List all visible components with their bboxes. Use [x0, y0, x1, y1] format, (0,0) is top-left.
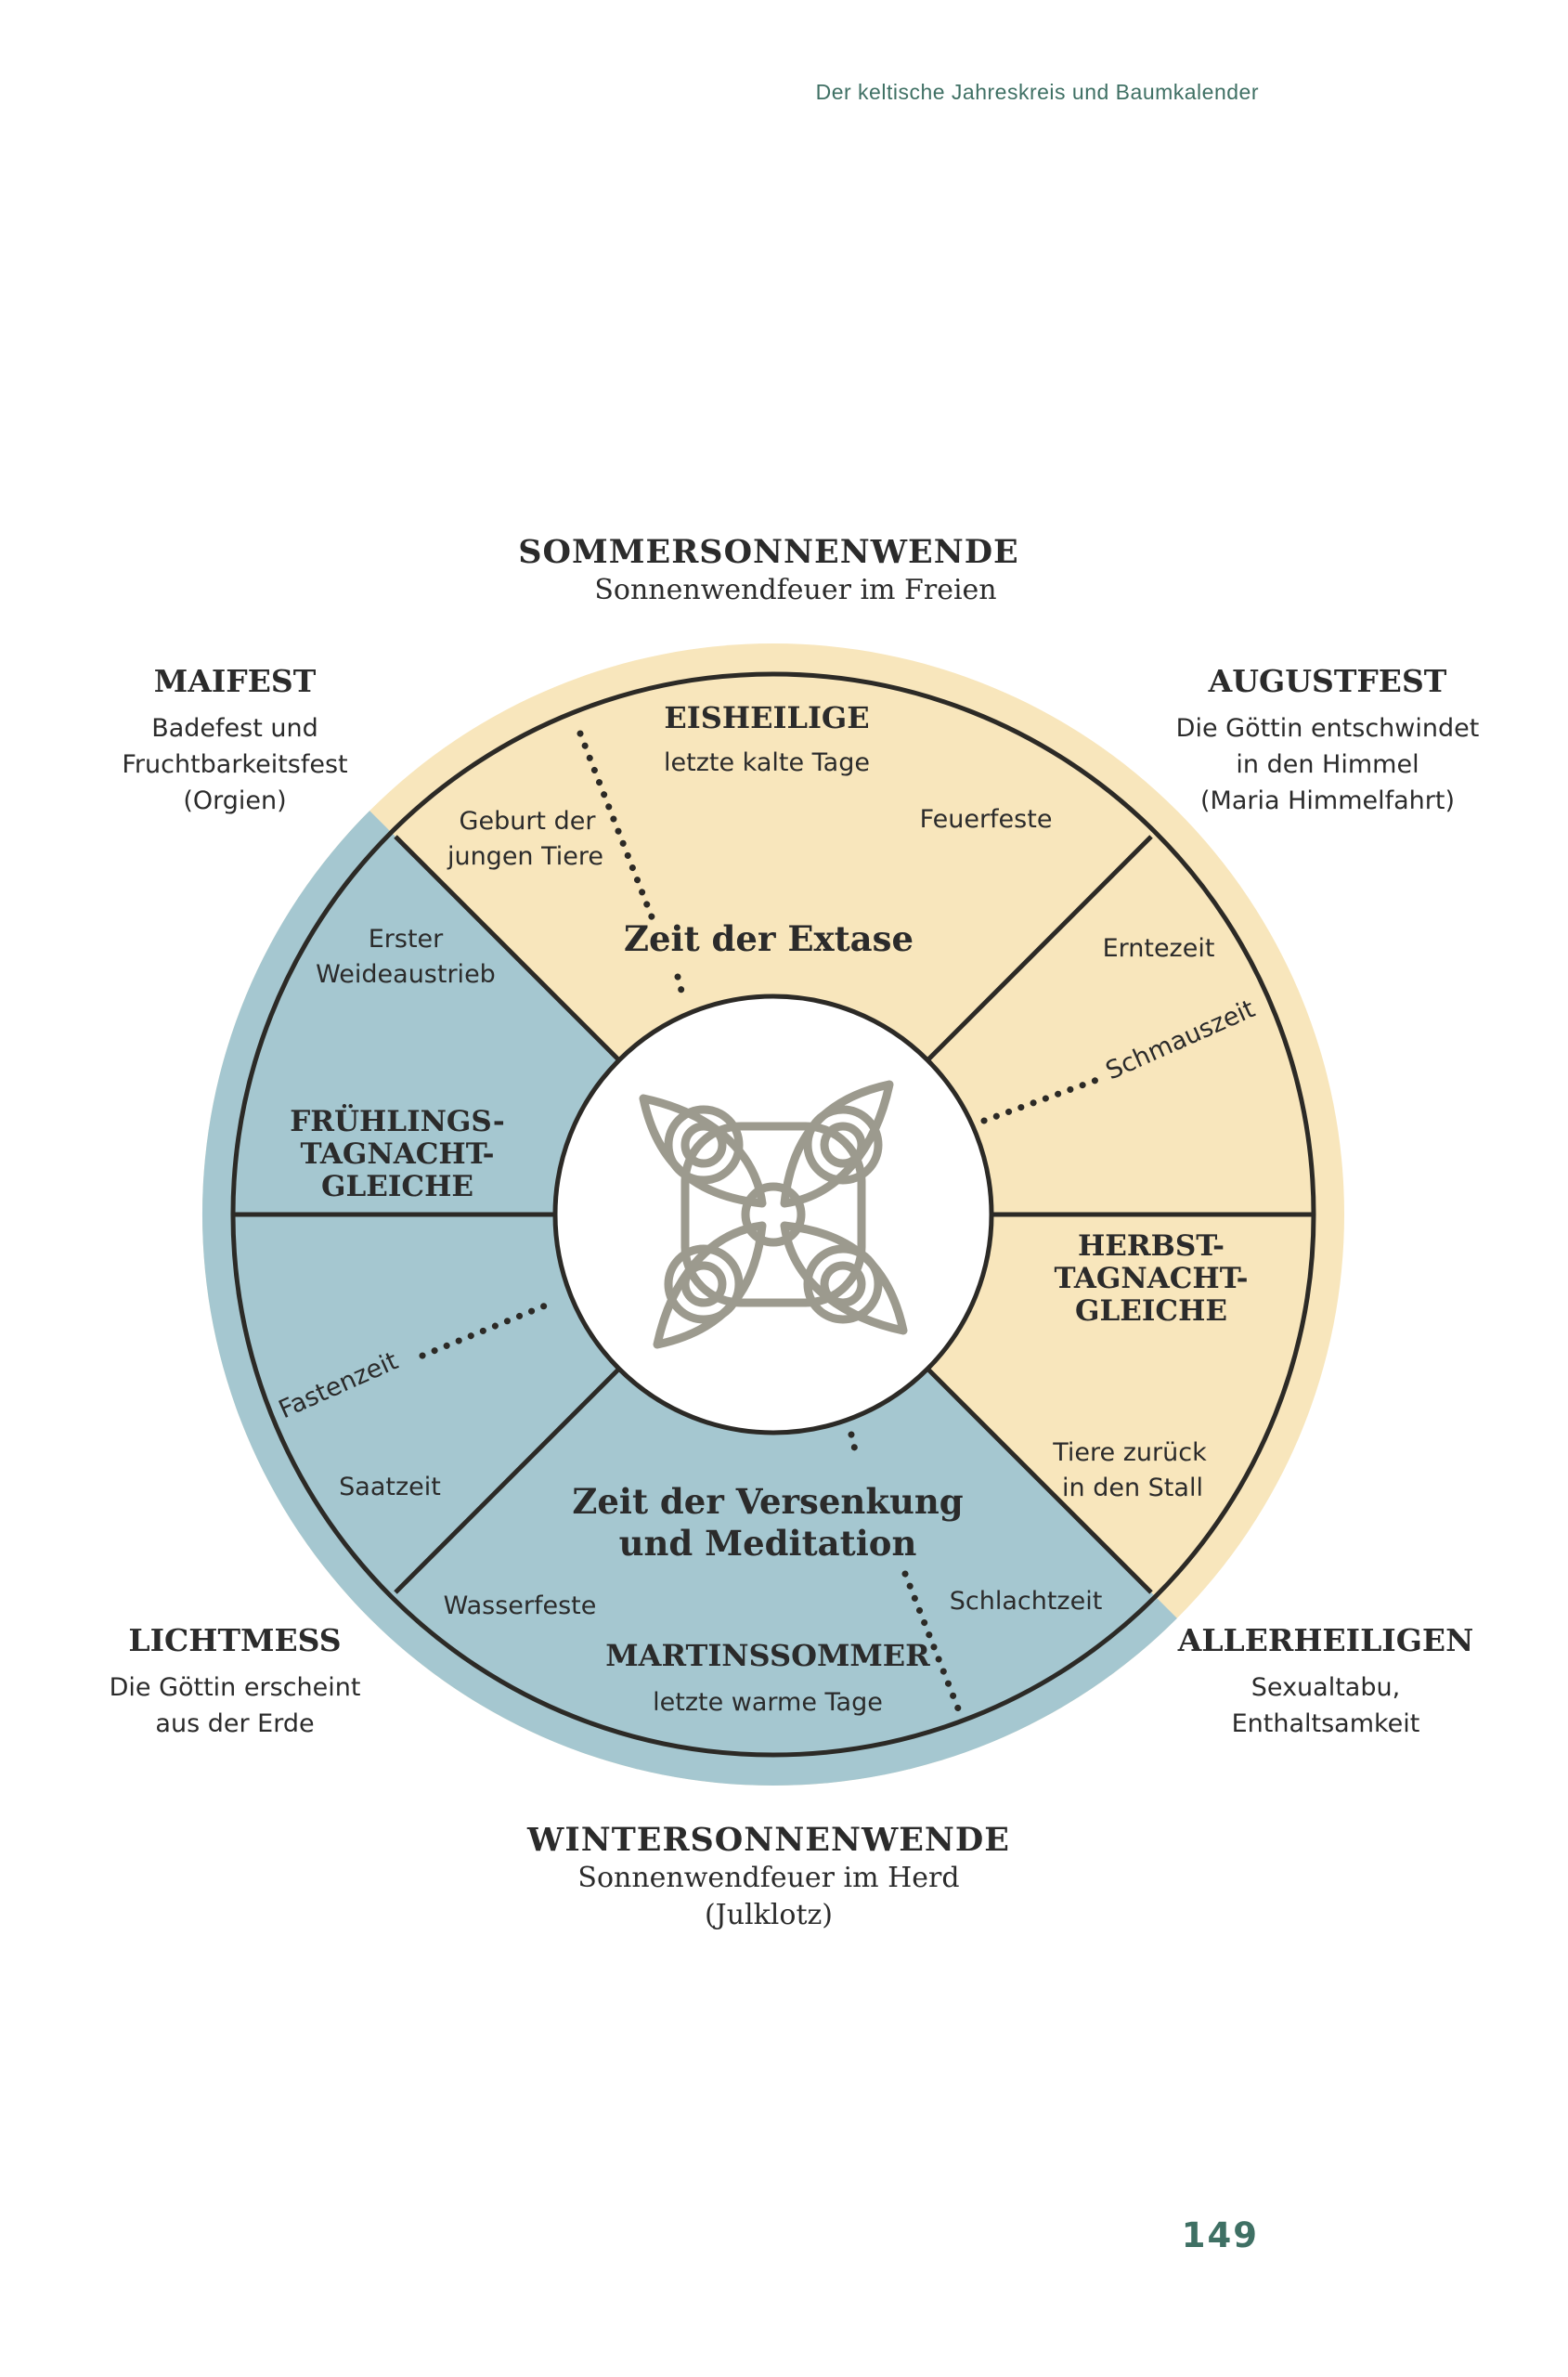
dots-martinssommer [901, 1570, 962, 1712]
festival-title: SOMMERSONNENWENDE [518, 533, 1018, 571]
festival-title: LICHTMESS [128, 1622, 341, 1658]
spoke-maifest [394, 835, 654, 1095]
festival-sommersonnenwende: SOMMERSONNENWENDE Sonnenwendfeuer im Fre… [518, 533, 1018, 606]
note-geburt: Geburt der jungen Tiere [447, 807, 603, 871]
period-line: Zeit der Extase [624, 918, 914, 959]
festival-desc: Sonnenwendfeuer im Freien [594, 574, 996, 606]
festival-augustfest: AUGUSTFEST Die Göttin entschwindet in de… [1176, 663, 1480, 815]
festival-title: ALLERHEILIGEN [1177, 1622, 1474, 1658]
gap-allerheiligen [1176, 1589, 1231, 1633]
spoke-allerheiligen [893, 1334, 1153, 1594]
note-line: Erster [369, 925, 444, 954]
segment-line: HERBST- [1078, 1229, 1225, 1263]
note-line: Wasserfeste [444, 1591, 597, 1620]
note-line: jungen Tiere [447, 842, 603, 871]
festival-desc-line: Enthaltsamkeit [1232, 1709, 1420, 1738]
festival-desc-line: Sexualtabu, [1251, 1673, 1400, 1702]
note-feuerfeste: Feuerfeste [920, 805, 1053, 834]
festival-maifest: MAIFEST Badefest und Fruchtbarkeitsfest … [122, 663, 347, 815]
festival-desc-line: (Julklotz) [705, 1899, 833, 1931]
festival-title: WINTERSONNENWENDE [526, 1821, 1010, 1859]
festival-desc-line: in den Himmel [1236, 750, 1419, 779]
segment-fruehlings-tagnachtgleiche: FRÜHLINGS- TAGNACHT- GLEICHE [290, 1102, 505, 1203]
note-line: Weideaustrieb [316, 960, 496, 989]
segment-sub: letzte warme Tage [653, 1688, 883, 1717]
note-erster-weideaustrieb: Erster Weideaustrieb [316, 925, 496, 989]
segment-eisheilige: EISHEILIGE letzte kalte Tage [664, 700, 870, 777]
period-extase: Zeit der Extase [624, 918, 914, 959]
segment-martinssommer: MARTINSSOMMER letzte warme Tage [605, 1638, 930, 1717]
festival-title: MAIFEST [154, 663, 317, 699]
note-schlachtzeit: Schlachtzeit [950, 1587, 1103, 1616]
festival-desc-line: Badefest und [151, 714, 318, 743]
note-wasserfeste: Wasserfeste [444, 1591, 597, 1620]
festival-desc-line: Die Göttin entschwindet [1176, 714, 1480, 743]
dots-extase-hub [674, 973, 688, 1005]
note-saatzeit: Saatzeit [339, 1473, 441, 1501]
segment-title: MARTINSSOMMER [605, 1638, 930, 1673]
festival-desc-line: (Maria Himmelfahrt) [1200, 786, 1455, 815]
festival-desc-line: Fruchtbarkeitsfest [122, 750, 347, 779]
festival-wintersonnenwende: WINTERSONNENWENDE Sonnenwendfeuer im Her… [526, 1821, 1010, 1931]
note-line: Tiere zurück [1052, 1438, 1207, 1467]
period-line: und Meditation [619, 1523, 917, 1564]
dotted-markers [419, 730, 1108, 1712]
spoke-augustfest [893, 835, 1153, 1095]
festival-desc-line: (Orgien) [183, 786, 286, 815]
gap-maifest [316, 796, 370, 840]
segment-line: GLEICHE [1075, 1294, 1227, 1328]
segment-title: EISHEILIGE [664, 700, 869, 735]
segment-line: TAGNACHT- [1054, 1262, 1248, 1295]
period-line: Zeit der Versenkung [572, 1481, 963, 1522]
dots-schmauszeit [980, 1073, 1108, 1124]
segment-line: TAGNACHT- [300, 1137, 494, 1171]
period-versenkung: Zeit der Versenkung und Meditation [572, 1481, 963, 1564]
festival-desc-line: Die Göttin erscheint [110, 1673, 361, 1702]
page-number: 149 [1181, 2215, 1259, 2255]
spoke-lichtmess [394, 1334, 654, 1594]
dots-fastenzeit [419, 1301, 551, 1359]
festival-desc-line: Sonnenwendfeuer im Herd [577, 1862, 959, 1894]
running-head: Der keltische Jahreskreis und Baumkalend… [815, 80, 1259, 104]
celtic-knot-icon [639, 1080, 908, 1349]
note-line: Erntezeit [1103, 934, 1215, 963]
festival-title: AUGUSTFEST [1208, 663, 1447, 699]
note-erntezeit: Erntezeit [1103, 934, 1215, 963]
segment-line: FRÜHLINGS- [290, 1102, 505, 1138]
segment-sub: letzte kalte Tage [664, 748, 870, 777]
note-line: Feuerfeste [920, 805, 1053, 834]
hub-circle [552, 994, 994, 1435]
note-line: in den Stall [1062, 1474, 1203, 1502]
note-line: Schlachtzeit [950, 1587, 1103, 1616]
note-tiere-zurueck: Tiere zurück in den Stall [1052, 1438, 1207, 1502]
dots-versenkung-hub [848, 1431, 861, 1461]
note-line: Saatzeit [339, 1473, 441, 1501]
festival-lichtmess: LICHTMESS Die Göttin erscheint aus der E… [110, 1622, 361, 1738]
segment-line: GLEICHE [321, 1170, 473, 1203]
note-line: Geburt der [460, 807, 597, 836]
festival-allerheiligen: ALLERHEILIGEN Sexualtabu, Enthaltsamkeit [1177, 1622, 1474, 1738]
festival-desc-line: aus der Erde [155, 1709, 314, 1738]
segment-herbst-tagnachtgleiche: HERBST- TAGNACHT- GLEICHE [1054, 1229, 1248, 1328]
